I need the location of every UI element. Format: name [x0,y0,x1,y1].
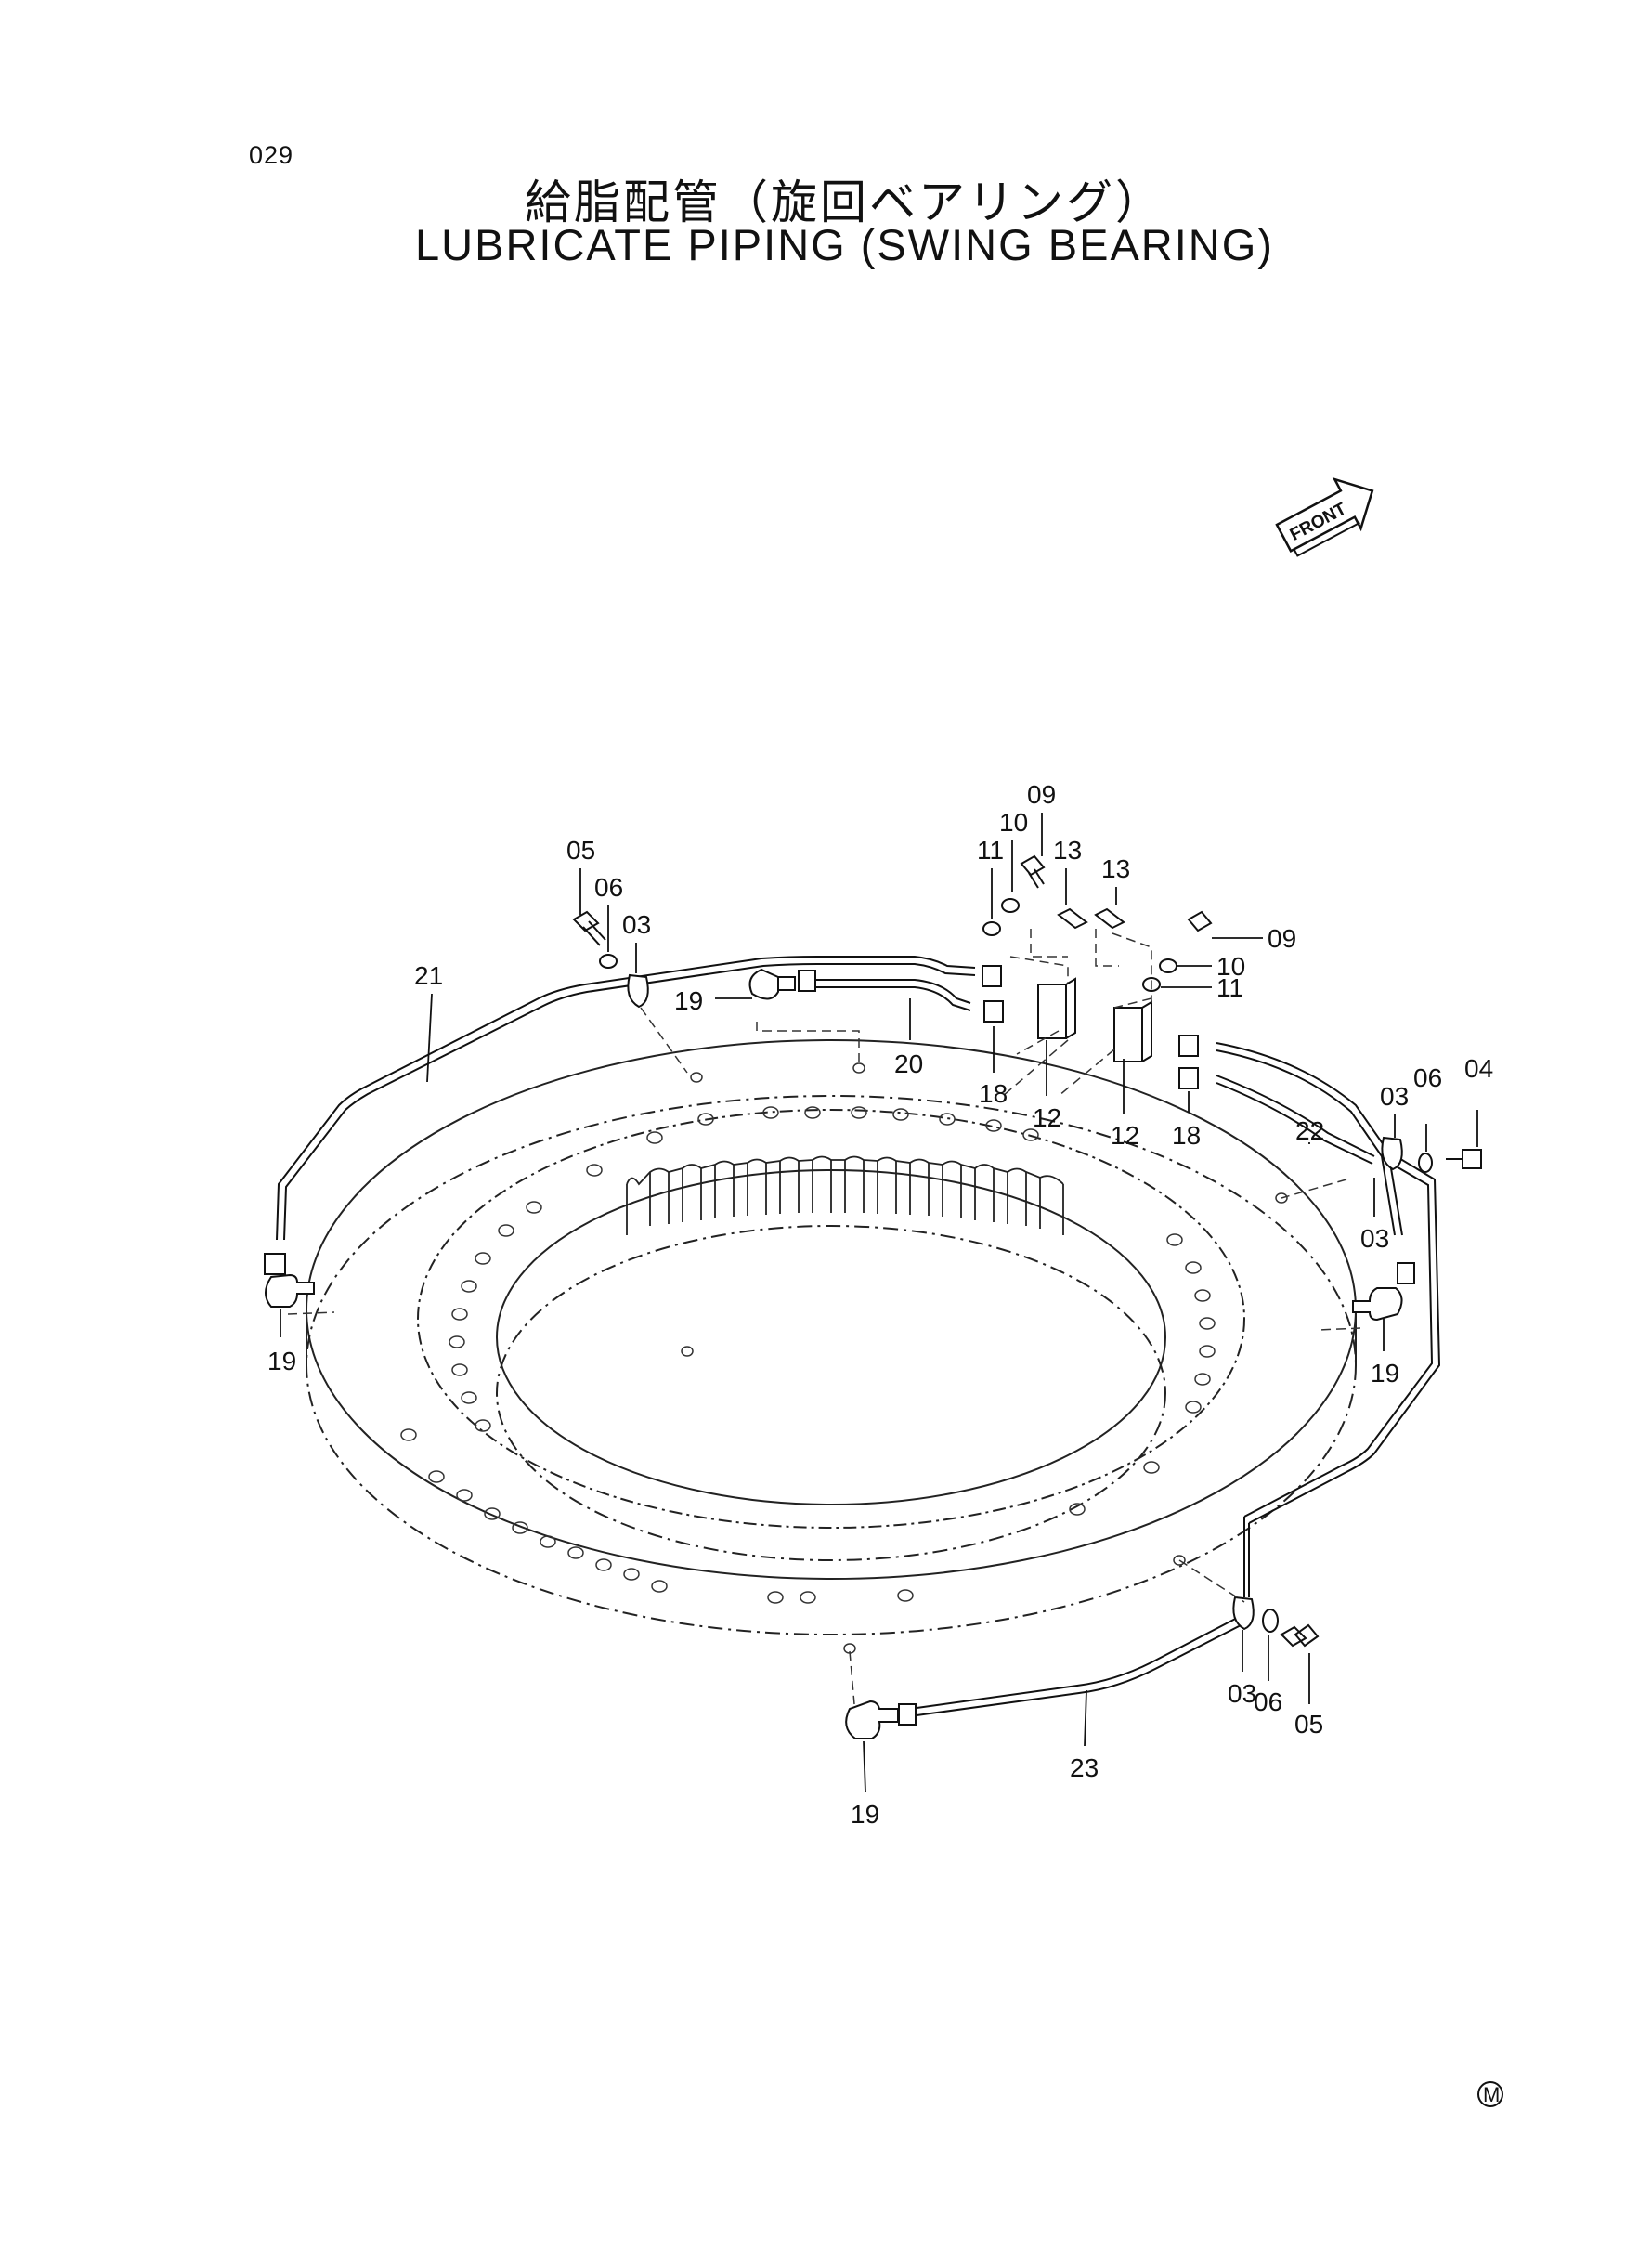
callout-04: 04 [1464,1054,1493,1083]
callout-12-right: 12 [1111,1121,1139,1150]
bearing-bolt-holes [400,1062,1288,1654]
callout-19-right: 19 [1371,1359,1399,1388]
corner-mark-letter: M [1483,2083,1500,2106]
callout-13-right: 13 [1101,854,1130,883]
fittings [264,854,1482,1739]
elbow-fitting-19-bottom [845,1700,899,1739]
callout-21: 21 [414,961,443,990]
bolt-05-upper [572,910,606,946]
fitting-nut-right [1397,1262,1415,1284]
callout-19-bottom: 19 [851,1800,879,1829]
callout-23: 23 [1070,1753,1099,1782]
washer-10-left [1001,898,1020,913]
bearing-inner-bottom-edge [496,1225,1166,1561]
assembly-hidden-lines [287,929,1361,1705]
callout-12-left: 12 [1033,1103,1061,1132]
fitting-nut-left [264,1253,286,1275]
pipe-21 [276,956,976,1241]
callout-13-left: 13 [1053,836,1082,865]
circled-m-mark: M [1477,2081,1503,2107]
title-japanese: 給脂配管（旋回ベアリング） [525,176,1164,229]
callout-10-right: 10 [1216,952,1245,981]
bolt-04 [1446,1149,1482,1169]
clamp-03-right [1381,1136,1403,1171]
washer-06-upper [599,954,618,969]
clamp-03-upper [627,973,649,1009]
bearing-gear-teeth [626,1155,1064,1235]
callout-06-upper: 06 [594,873,623,902]
callout-leaders [280,813,1478,1793]
elbow-fitting-19-center [748,968,796,1000]
callout-10-left: 10 [999,808,1028,837]
pipe-20 [808,979,971,1011]
page-number: 029 [249,141,294,169]
pipe-22 [1216,1042,1403,1236]
callout-11-right: 11 [1216,973,1243,1002]
callout-05-lower: 05 [1294,1710,1323,1739]
fitting-13-left [1057,907,1088,930]
bearing-bolt-circle [417,1109,1245,1529]
callout-06-right: 06 [1413,1063,1442,1092]
fitting-18-right-pair [1178,1035,1199,1089]
bearing-outer-side [306,1309,1357,1365]
clamp-03-lower [1232,1596,1255,1631]
callout-labels: 05 06 03 21 19 19 20 09 10 11 13 13 09 1… [267,780,1493,1829]
lubrication-pipes [276,956,1441,1717]
callout-18-right: 18 [1172,1121,1201,1150]
callout-09-left: 09 [1027,780,1056,809]
callout-09-right: 09 [1268,924,1296,953]
block-12-right [1113,1000,1152,1062]
front-arrow-icon: FRONT [1275,476,1374,557]
washer-06-right [1418,1153,1433,1173]
washer-06-lower [1262,1609,1279,1633]
bolt-09-right [1187,910,1213,932]
callout-19-center: 19 [674,986,703,1015]
callout-18-left: 18 [979,1079,1008,1108]
callout-19-left: 19 [267,1347,296,1375]
washer-10-right [1159,958,1177,973]
fitting-nut-bottom [898,1703,917,1726]
elbow-fitting-19-left [265,1273,315,1308]
callout-03-upper: 03 [622,910,651,939]
callout-06-lower: 06 [1254,1687,1282,1716]
callout-03-lower: 03 [1228,1679,1256,1708]
callout-20: 20 [894,1049,923,1078]
elbow-fitting-19-right [1352,1287,1403,1322]
bearing-inner-top-edge [496,1169,1166,1505]
title-english: LUBRICATE PIPING (SWING BEARING) [415,220,1274,269]
fitting-18-left-pair [982,965,1004,1023]
callout-05-upper: 05 [566,836,595,865]
callout-03-right-lower: 03 [1360,1224,1389,1253]
callout-03-right-upper: 03 [1380,1082,1409,1111]
washer-11-left [982,921,1001,936]
bolt-09-left [1020,854,1046,889]
fitting-13-right [1094,907,1125,930]
fitting-nut-center [798,970,816,992]
bolt-05-lower [1280,1623,1320,1648]
block-12-left [1037,977,1076,1039]
pipe-23 [909,1613,1249,1717]
callout-22: 22 [1295,1116,1324,1145]
callout-11-left: 11 [977,836,1004,865]
